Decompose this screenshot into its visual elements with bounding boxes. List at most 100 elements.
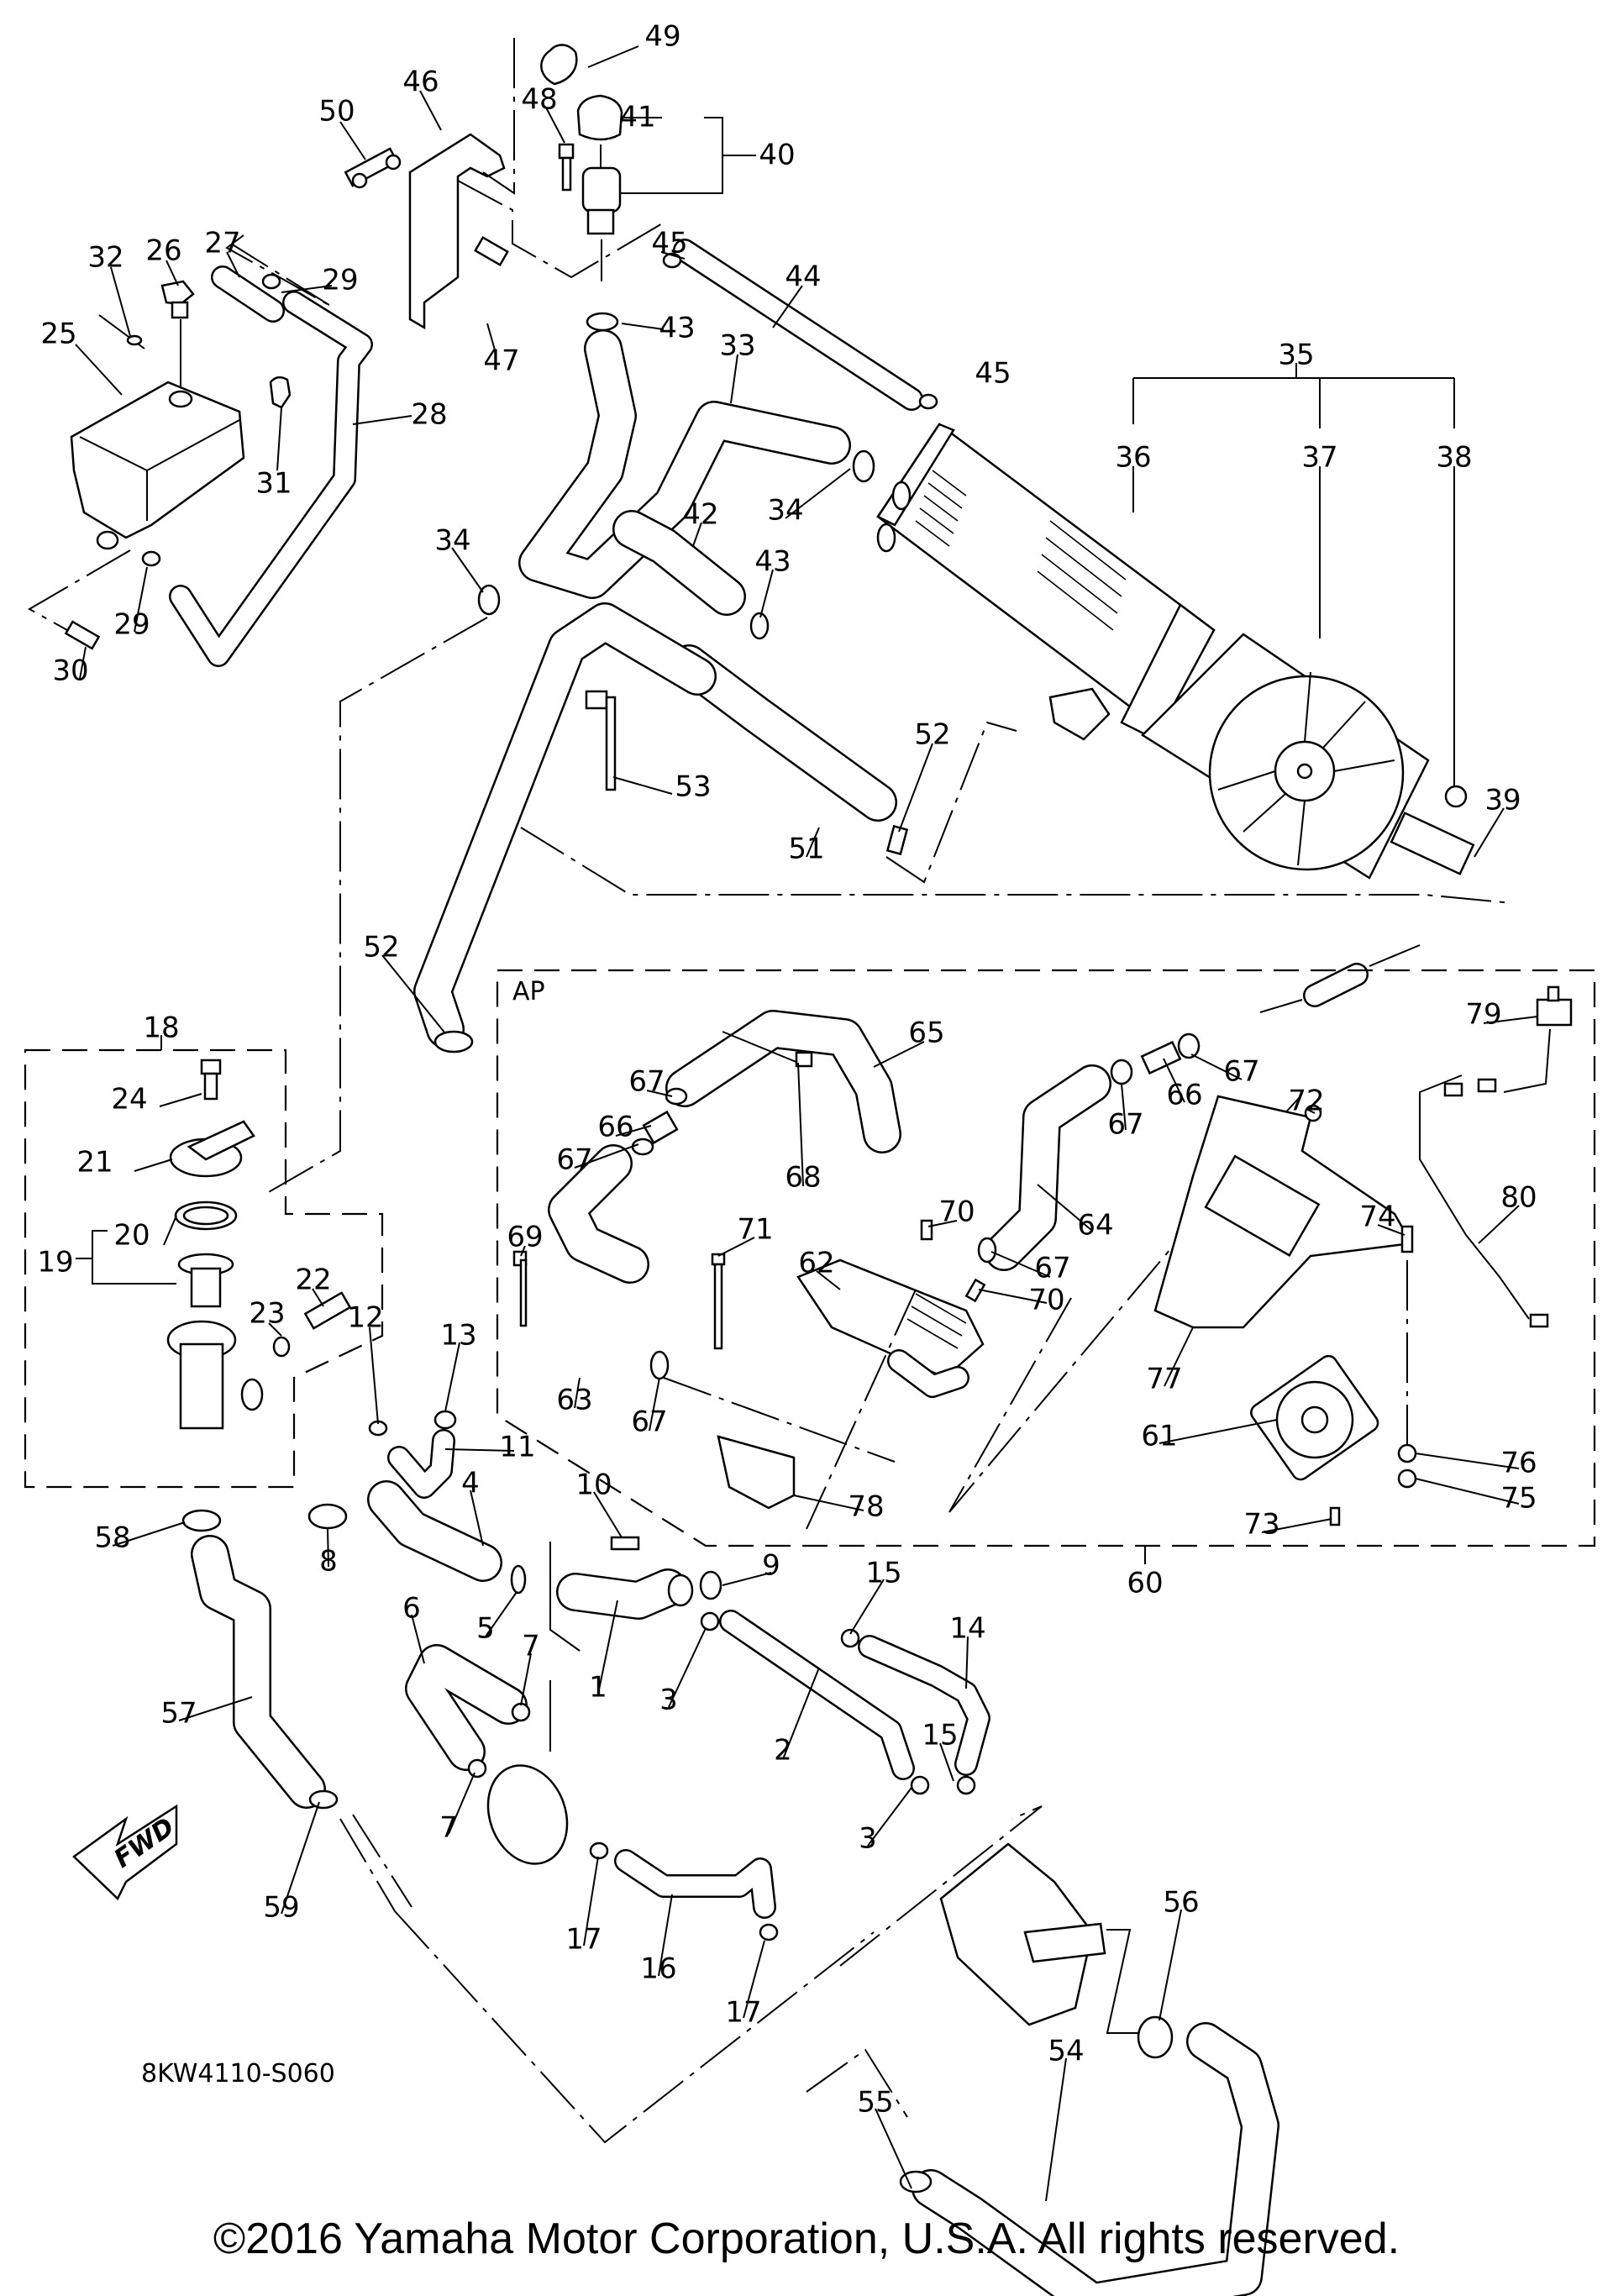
callout-42: 42: [682, 498, 718, 532]
callout-3: 3: [859, 1822, 877, 1856]
sensor-22: [303, 1291, 352, 1330]
callout-34: 34: [767, 494, 803, 528]
callout-61: 61: [1141, 1420, 1177, 1453]
callout-16: 16: [640, 1952, 676, 1986]
callout-10: 10: [575, 1468, 612, 1502]
group-60-ap-box: [496, 969, 1596, 1547]
callout-69: 69: [507, 1221, 543, 1254]
clamps-34-43: [477, 449, 875, 640]
long-hose: [413, 602, 717, 1048]
callout-67: 67: [628, 1065, 665, 1099]
washer-23: [272, 1336, 291, 1358]
callout-58: 58: [94, 1521, 130, 1555]
callout-30: 30: [52, 654, 88, 688]
callout-51: 51: [788, 833, 824, 866]
callout-57: 57: [160, 1697, 197, 1731]
bracket-71: [711, 1253, 726, 1350]
sensor-39: [1390, 812, 1475, 875]
fan-assembly-37: [1141, 633, 1430, 880]
callout-26: 26: [145, 234, 181, 268]
clamp-43-upper: [586, 312, 619, 332]
heater-core-62: [796, 1258, 985, 1398]
callout-62: 62: [798, 1247, 834, 1280]
callout-4: 4: [461, 1467, 480, 1500]
callout-27: 27: [204, 227, 240, 260]
callout-13: 13: [440, 1319, 476, 1353]
fan-61: [1250, 1354, 1379, 1481]
callout-8: 8: [319, 1545, 338, 1579]
callout-43: 43: [659, 312, 695, 345]
clamp-58: [181, 1509, 222, 1532]
pump-body: [486, 1764, 569, 1865]
cap-41-filler-neck-40: [576, 94, 623, 281]
hose-54: [912, 2022, 1279, 2296]
pipe-1: [556, 1568, 694, 1620]
reference-line: [225, 234, 333, 307]
hose-64: [985, 1064, 1111, 1271]
callout-73: 73: [1243, 1508, 1279, 1542]
callout-12: 12: [347, 1301, 383, 1335]
callout-68: 68: [785, 1161, 821, 1195]
bolt-10: [610, 1536, 640, 1551]
o-ring-20: [174, 1201, 238, 1231]
callout-67: 67: [556, 1143, 592, 1177]
callout-25: 25: [40, 318, 76, 351]
callout-23: 23: [249, 1297, 285, 1331]
callout-32: 32: [87, 241, 123, 275]
clamps-67: [631, 1032, 1201, 1380]
callout-20: 20: [113, 1219, 150, 1253]
hose-44: [673, 239, 923, 411]
callout-70: 70: [938, 1195, 975, 1229]
bracket-19: [76, 1230, 176, 1285]
hose-51: [670, 644, 897, 822]
callout-44: 44: [785, 260, 821, 294]
reference-line: [1106, 1929, 1143, 2034]
callout-53: 53: [675, 770, 711, 804]
callout-63: 63: [556, 1384, 592, 1417]
callout-7: 7: [522, 1630, 540, 1663]
reference-line: [885, 721, 1017, 884]
thermostat-19: [177, 1253, 234, 1308]
callout-79: 79: [1465, 998, 1501, 1032]
clamp-56: [1137, 2015, 1174, 2059]
hose-11: [387, 1429, 455, 1499]
thermostat-housing: [166, 1320, 264, 1430]
hose-14: [858, 1635, 990, 1776]
callout-33: 33: [719, 329, 755, 363]
radiator-36: [876, 423, 1216, 741]
ap-group-label: AP: [512, 977, 545, 1006]
callout-5: 5: [476, 1612, 495, 1646]
hose-65: [665, 1010, 901, 1153]
callout-71: 71: [737, 1213, 773, 1247]
callout-11: 11: [499, 1431, 535, 1464]
hose-42: [612, 510, 746, 616]
hose-57: [191, 1535, 326, 1809]
callout-2: 2: [774, 1734, 792, 1768]
clamps-15: [840, 1628, 976, 1795]
hose-28: [169, 291, 373, 667]
callout-39: 39: [1484, 784, 1521, 817]
water-pump: [939, 1842, 1106, 2026]
callout-60: 60: [1127, 1567, 1163, 1600]
callout-64: 64: [1077, 1209, 1113, 1243]
callout-29: 29: [113, 608, 150, 642]
cable-tie-69: [512, 1250, 528, 1327]
callout-24: 24: [111, 1083, 147, 1116]
callout-67: 67: [1223, 1055, 1259, 1089]
hose-16: [614, 1849, 776, 1919]
hose-2: [719, 1610, 915, 1780]
callout-1: 1: [589, 1671, 607, 1705]
callout-67: 67: [1034, 1252, 1070, 1285]
screw-38: [1444, 785, 1468, 808]
thermostat-cover-21: [169, 1120, 255, 1178]
bracket-78: [717, 1435, 796, 1510]
callout-29: 29: [322, 264, 358, 297]
callout-52: 52: [914, 718, 950, 752]
callout-47: 47: [483, 344, 519, 378]
bracket-assembly: [344, 38, 665, 330]
callout-17: 17: [565, 1923, 602, 1957]
bolt-24: [200, 1059, 222, 1101]
clip-49: [540, 44, 578, 86]
